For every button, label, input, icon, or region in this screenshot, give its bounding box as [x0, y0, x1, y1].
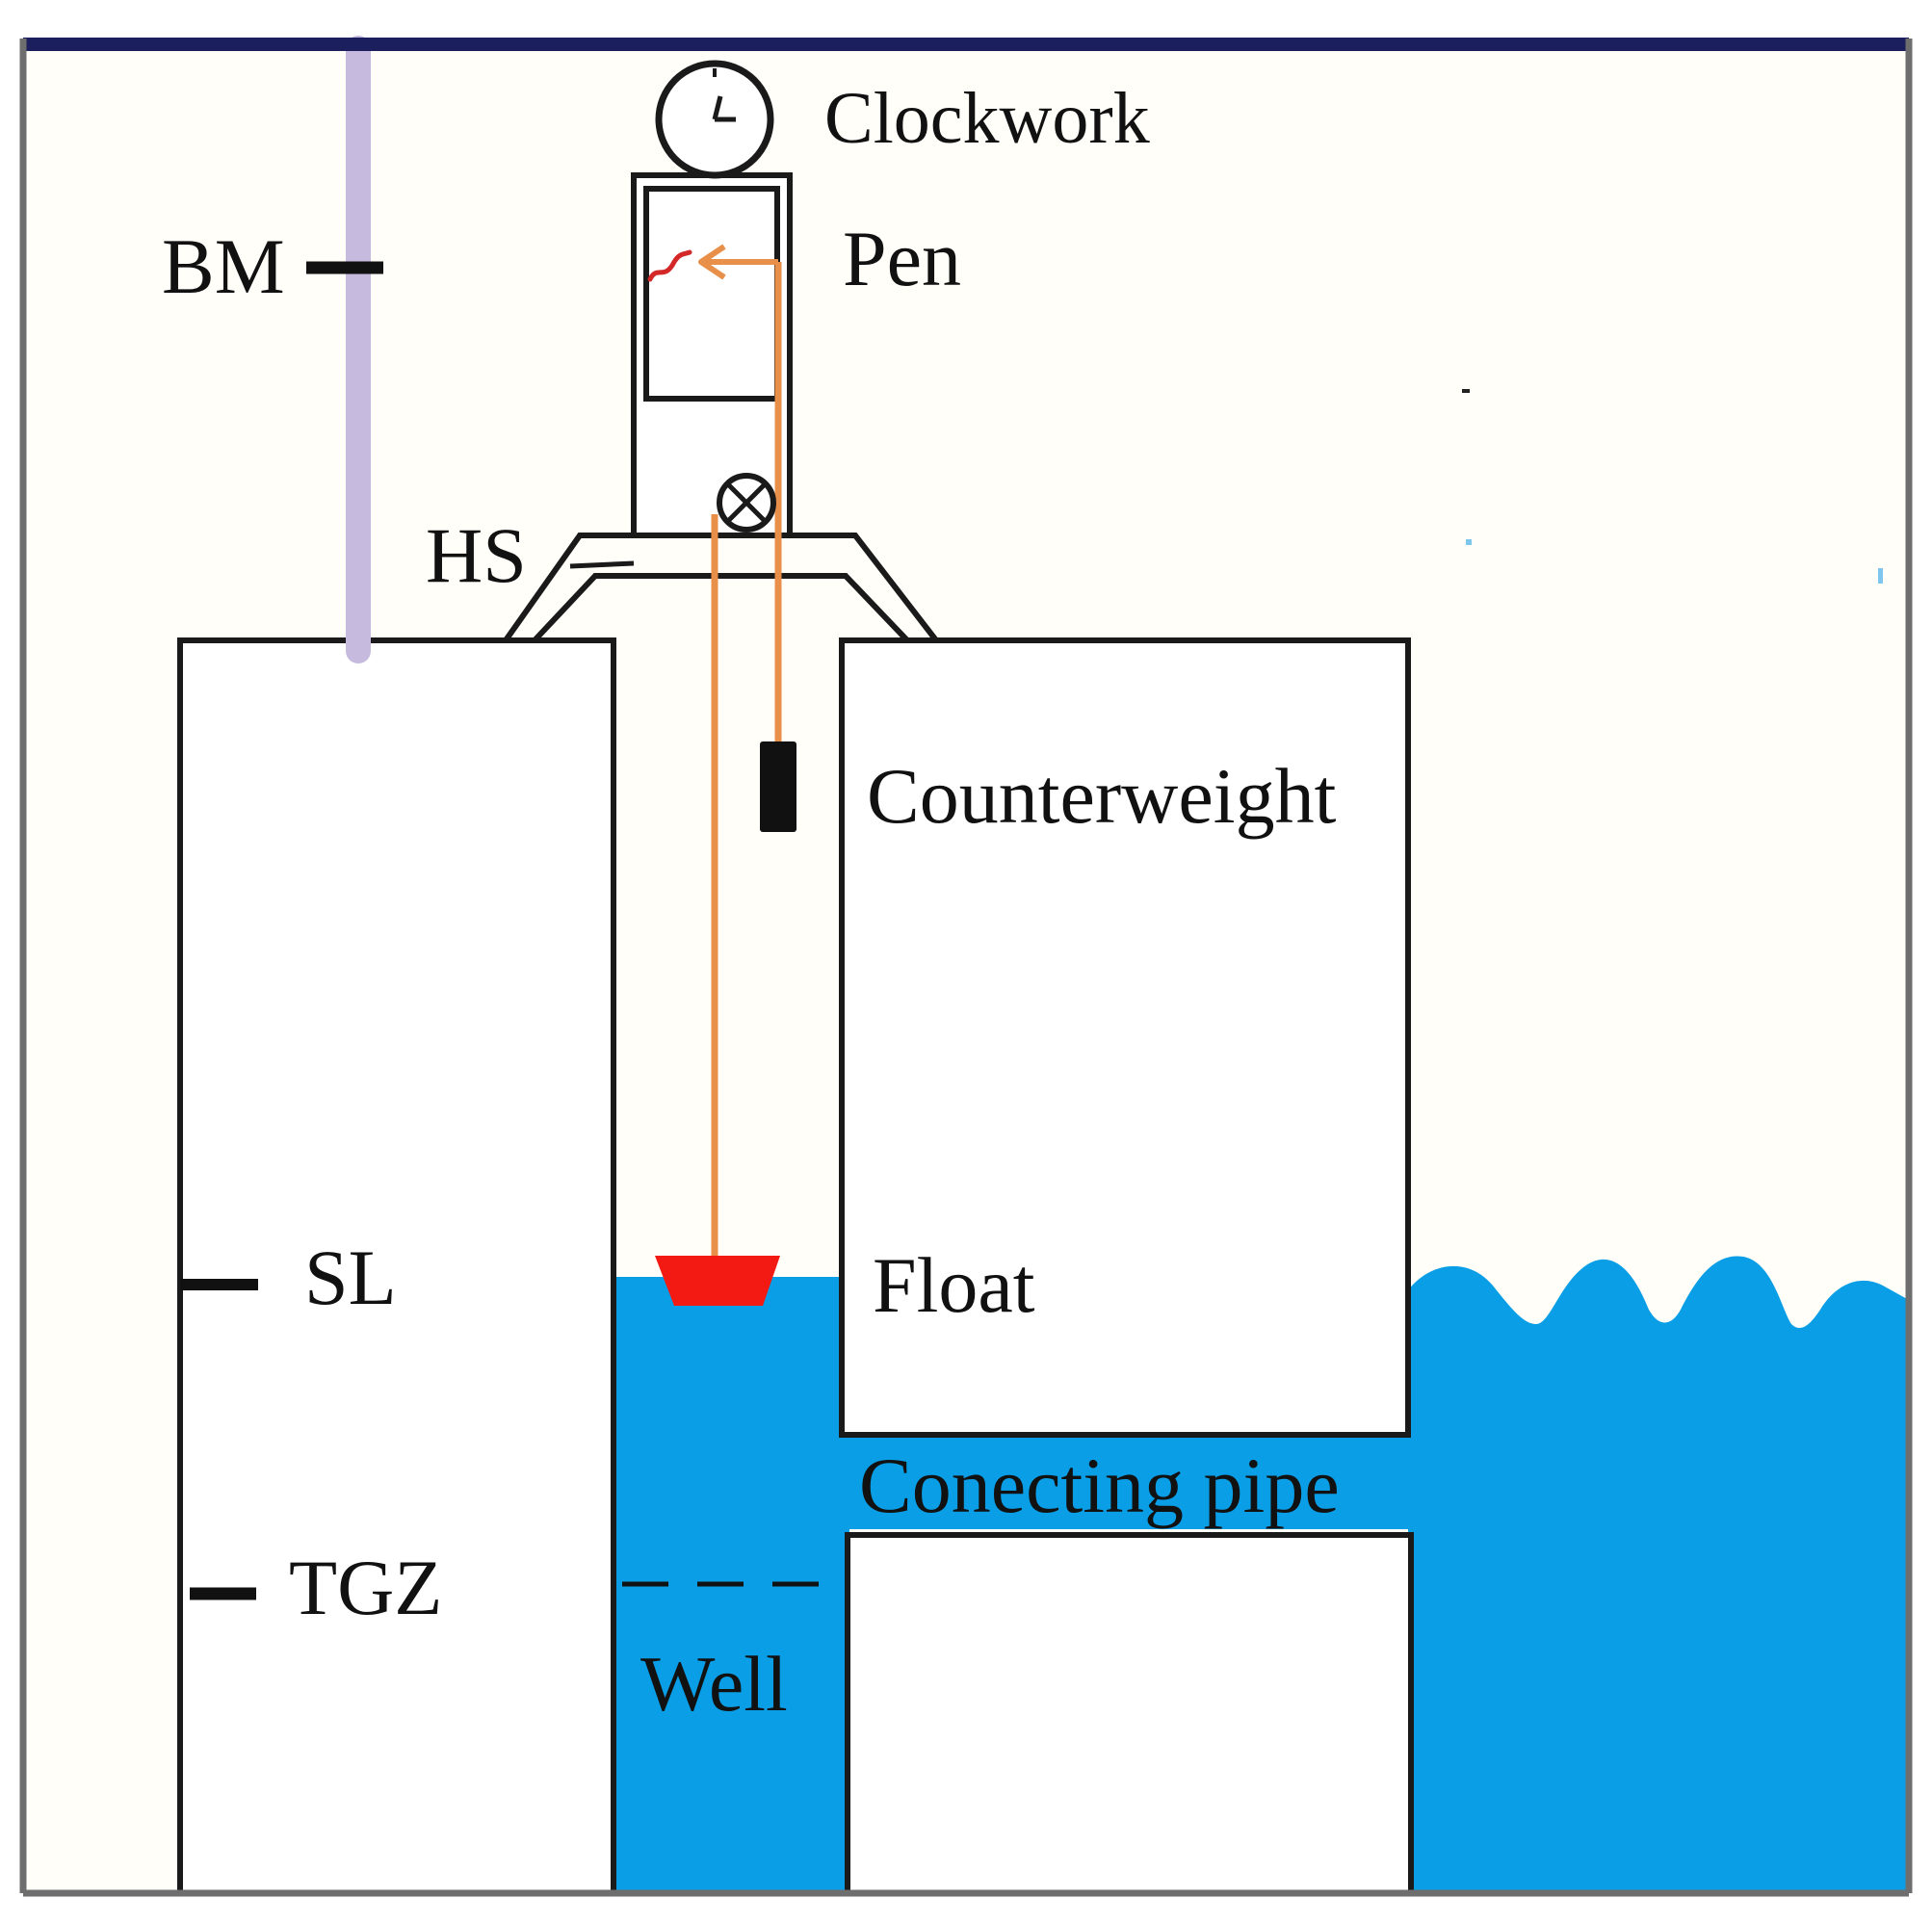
label-counterweight: Counterweight	[867, 752, 1337, 840]
pen-arrowhead	[698, 244, 726, 280]
speck-2	[1466, 539, 1472, 545]
float-body	[655, 1256, 780, 1306]
label-float: Float	[873, 1241, 1035, 1329]
label-clockwork: Clockwork	[824, 78, 1150, 159]
label-bm: BM	[162, 222, 285, 310]
label-tgz: TGZ	[289, 1544, 442, 1631]
clock-icon	[655, 60, 774, 179]
counterweight-block	[760, 741, 796, 832]
left-wall	[177, 637, 616, 1896]
pen-trace	[647, 249, 692, 282]
label-pen: Pen	[843, 215, 961, 302]
sea-water	[1408, 1256, 1909, 1893]
speck-1	[1462, 389, 1470, 393]
right-lower-block	[845, 1532, 1414, 1896]
pulley-wheel	[717, 473, 776, 533]
label-connecting-pipe: Conecting pipe	[859, 1442, 1340, 1529]
speck-3	[1878, 568, 1883, 584]
label-well: Well	[640, 1640, 788, 1728]
recording-drum	[643, 186, 780, 402]
label-hs: HS	[426, 511, 527, 599]
label-sl: SL	[304, 1234, 397, 1321]
right-upper-block	[839, 637, 1411, 1438]
gauge-house-roof-detail	[569, 560, 635, 569]
gauge-house-roof-inner	[532, 573, 910, 643]
